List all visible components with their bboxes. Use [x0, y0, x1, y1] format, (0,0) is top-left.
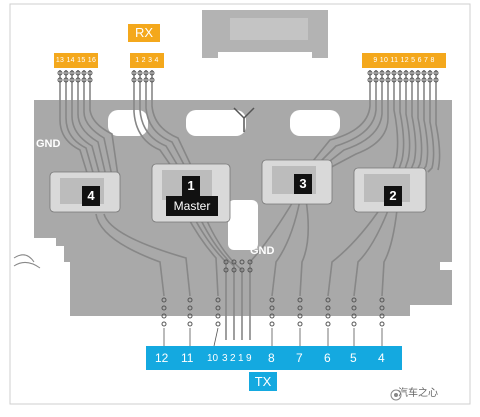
tx-pin-bar [146, 346, 402, 370]
tx-number: 8 [268, 351, 275, 365]
tx-label: TX [249, 372, 277, 391]
master-label: Master [166, 196, 218, 216]
rx-label: RX [128, 24, 160, 42]
top-connector-inner [230, 18, 308, 40]
watermark-logo-icon [390, 389, 402, 401]
tx-number: 9 [246, 353, 252, 364]
chip-label-2: 2 [384, 186, 402, 206]
tx-number: 3 [222, 353, 228, 364]
tx-leader-lines [163, 327, 383, 347]
board-gaps [34, 110, 340, 286]
chip-label-1: 1 [182, 176, 200, 196]
left-antenna [13, 254, 41, 269]
tx-number: 7 [296, 351, 303, 365]
tx-number: 4 [378, 351, 385, 365]
center-component [233, 107, 255, 132]
tx-number: 6 [324, 351, 331, 365]
chip-label-4: 4 [82, 186, 100, 206]
tx-number: 11 [181, 351, 194, 365]
watermark-text: 汽车之心 [398, 388, 438, 399]
tx-number: 1 [238, 353, 244, 364]
tx-number: 12 [155, 351, 169, 365]
rx-pin-header-dots [57, 70, 439, 83]
tx-pin-dots [161, 259, 385, 327]
tx-number: 2 [230, 353, 236, 364]
tx-number: 5 [350, 351, 357, 365]
traces [59, 70, 441, 340]
tx-number: 10 [207, 353, 219, 364]
rx-pin-group-middle: 1 2 3 4 [130, 53, 164, 68]
chip-label-3: 3 [294, 174, 312, 194]
rx-pin-group-right: 9 10 11 12 5 6 7 8 [362, 53, 446, 68]
gnd-label-center: GND [250, 245, 275, 257]
gnd-label-left: GND [36, 138, 61, 150]
rx-pin-group-left: 13 14 15 16 [54, 53, 98, 68]
